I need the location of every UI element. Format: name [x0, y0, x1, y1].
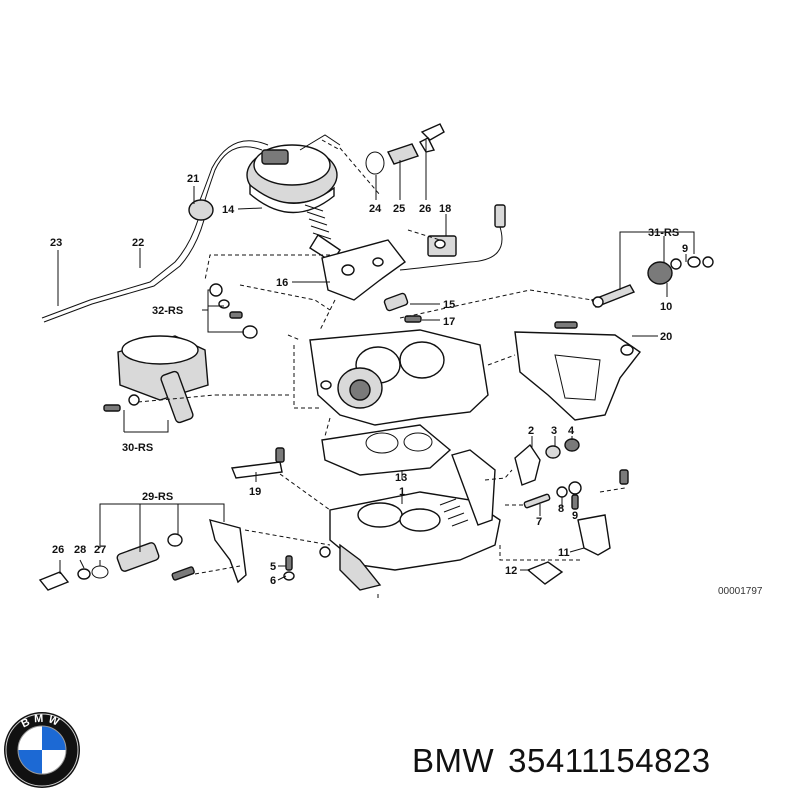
logo-letters: BMW	[19, 713, 60, 731]
part-17-screw	[404, 315, 422, 323]
part-4-nut	[564, 438, 580, 452]
part-29rs-solenoid	[116, 533, 195, 581]
callout-14: 14	[222, 204, 235, 216]
callout-23: 23	[50, 237, 62, 249]
callout-4: 4	[568, 425, 575, 437]
callout-8: 8	[558, 503, 564, 515]
callout-28: 28	[74, 544, 86, 556]
part-20-bracket	[514, 321, 642, 421]
part-32rs-set	[209, 283, 258, 339]
callout-21: 21	[187, 173, 199, 185]
callout-2: 2	[528, 425, 534, 437]
callout-12: 12	[505, 565, 517, 577]
part-24-ring	[365, 151, 385, 175]
bmw-roundel-icon: BMW	[4, 712, 80, 788]
callout-5: 5	[270, 561, 276, 573]
part-bolt-center	[319, 546, 331, 558]
part-number: 35411154823	[508, 742, 711, 779]
callout-10: 10	[660, 301, 672, 313]
part-lever-assembly	[451, 449, 496, 526]
callout-26-left: 26	[52, 544, 64, 556]
callout-25: 25	[393, 203, 405, 215]
product-caption: BMW 35411154823	[412, 742, 711, 780]
callout-18: 18	[439, 203, 451, 215]
callout-9-top: 9	[682, 243, 688, 255]
callout-17: 17	[443, 316, 455, 328]
callout-1: 1	[399, 486, 405, 498]
part-30rs-vacuum-unit	[103, 335, 209, 424]
part-26-valve	[419, 123, 445, 153]
part-carburetor-upper-body	[309, 329, 489, 426]
part-12-clip	[526, 561, 564, 585]
callout-6: 6	[270, 575, 276, 587]
part-2-lever	[514, 443, 541, 486]
part-3-nut	[545, 445, 561, 459]
part-14-diaphragm-housing	[246, 134, 341, 214]
part-screw-right	[619, 469, 629, 485]
part-11-bracket	[577, 514, 611, 556]
callout-26-top: 26	[419, 203, 431, 215]
part-9-screw-b	[568, 481, 582, 510]
callout-16: 16	[276, 277, 288, 289]
callout-20: 20	[660, 331, 672, 343]
part-14-spring	[304, 204, 341, 263]
callout-24: 24	[369, 203, 382, 215]
part-16-bracket	[321, 239, 406, 301]
part-19-lever	[231, 447, 285, 479]
part-25-gasket	[387, 143, 419, 165]
part-26-28-27-small	[38, 565, 109, 591]
callout-11: 11	[558, 547, 570, 559]
assembly-dashed-lines	[137, 139, 626, 598]
callout-32-rs: 32-RS	[152, 305, 183, 317]
callout-13: 13	[395, 472, 407, 484]
part-21-22-cable	[41, 140, 269, 323]
leader-lines	[57, 140, 695, 581]
part-31rs-shaft	[590, 256, 714, 308]
part-5-6-screw	[283, 555, 295, 581]
brand-name: BMW	[412, 742, 495, 779]
part-18-switch	[399, 204, 506, 271]
callout-labels: 21 14 23 22 24 25 26 18 16 32-RS 15 17 3…	[50, 173, 763, 597]
callout-19: 19	[249, 486, 261, 498]
callout-27: 27	[94, 544, 106, 556]
drawing-id: 00001797	[718, 586, 763, 597]
callout-30-rs: 30-RS	[122, 442, 153, 454]
callout-7: 7	[536, 516, 542, 528]
part-29rs-bracket	[209, 519, 247, 584]
part-15-sleeve	[383, 292, 409, 312]
callout-15: 15	[443, 299, 455, 311]
part-8-washer	[556, 486, 568, 498]
callout-3: 3	[551, 425, 557, 437]
callout-31-rs: 31-RS	[648, 227, 679, 239]
part-1-carburetor-lower-body	[329, 491, 501, 591]
callout-9-lower: 9	[572, 510, 578, 522]
callout-22: 22	[132, 237, 144, 249]
svg-text:BMW: BMW	[19, 713, 64, 731]
part-7-screw	[523, 493, 551, 509]
part-13-gasket	[321, 424, 452, 476]
callout-29-rs: 29-RS	[142, 491, 173, 503]
